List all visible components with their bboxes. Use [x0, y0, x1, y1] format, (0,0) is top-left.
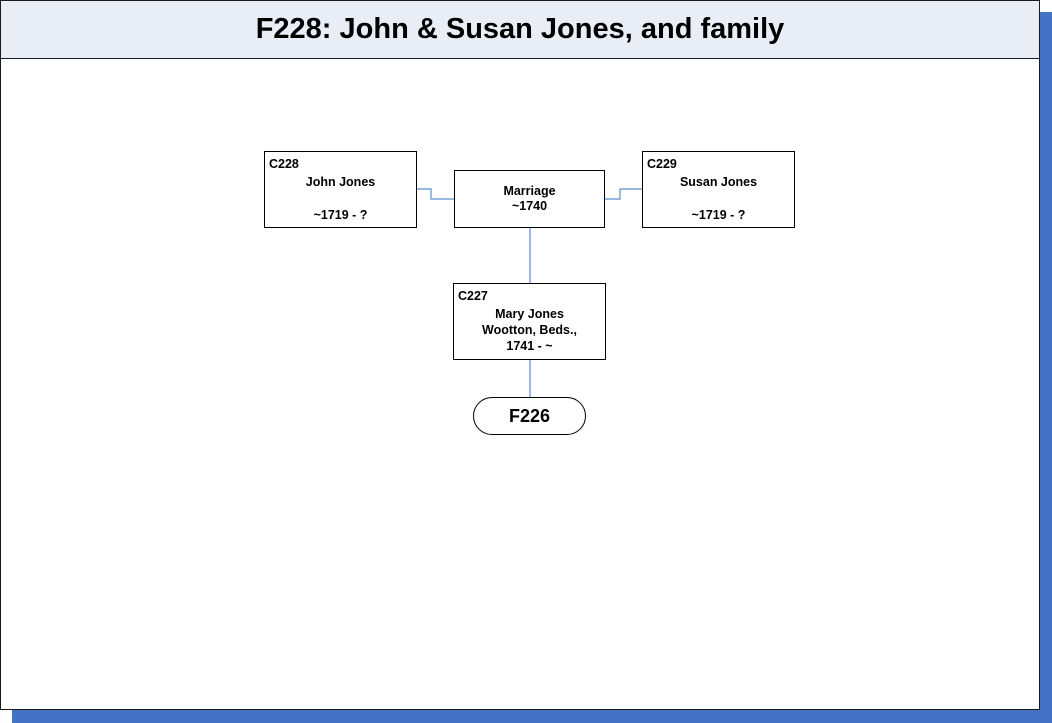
person-code: C227	[458, 289, 488, 303]
person-name: Susan Jones	[679, 175, 758, 189]
person-code: C229	[647, 157, 677, 171]
family-link-f226[interactable]: F226	[473, 397, 586, 435]
person-dates: ~1719 - ?	[691, 208, 746, 222]
person-dates: ~1719 - ?	[313, 208, 368, 222]
family-link-label: F226	[508, 405, 551, 426]
marriage-box[interactable]: Marriage ~1740	[454, 170, 605, 228]
title-bar: F228: John & Susan Jones, and family	[1, 1, 1039, 59]
person-name: Mary Jones	[495, 307, 564, 321]
person-code: C228	[269, 157, 299, 171]
person-name: John Jones	[305, 175, 376, 189]
person-box-child[interactable]: C227 Mary Jones Wootton, Beds., 1741 - ~	[453, 283, 606, 360]
person-dates: 1741 - ~	[506, 339, 553, 353]
person-box-wife[interactable]: C229 Susan Jones ~1719 - ?	[642, 151, 795, 228]
person-box-husband[interactable]: C228 John Jones ~1719 - ?	[264, 151, 417, 228]
marriage-label: Marriage	[503, 184, 556, 198]
marriage-date: ~1740	[511, 199, 548, 213]
person-place: Wootton, Beds.,	[482, 323, 577, 337]
page-title: F228: John & Susan Jones, and family	[255, 13, 785, 45]
